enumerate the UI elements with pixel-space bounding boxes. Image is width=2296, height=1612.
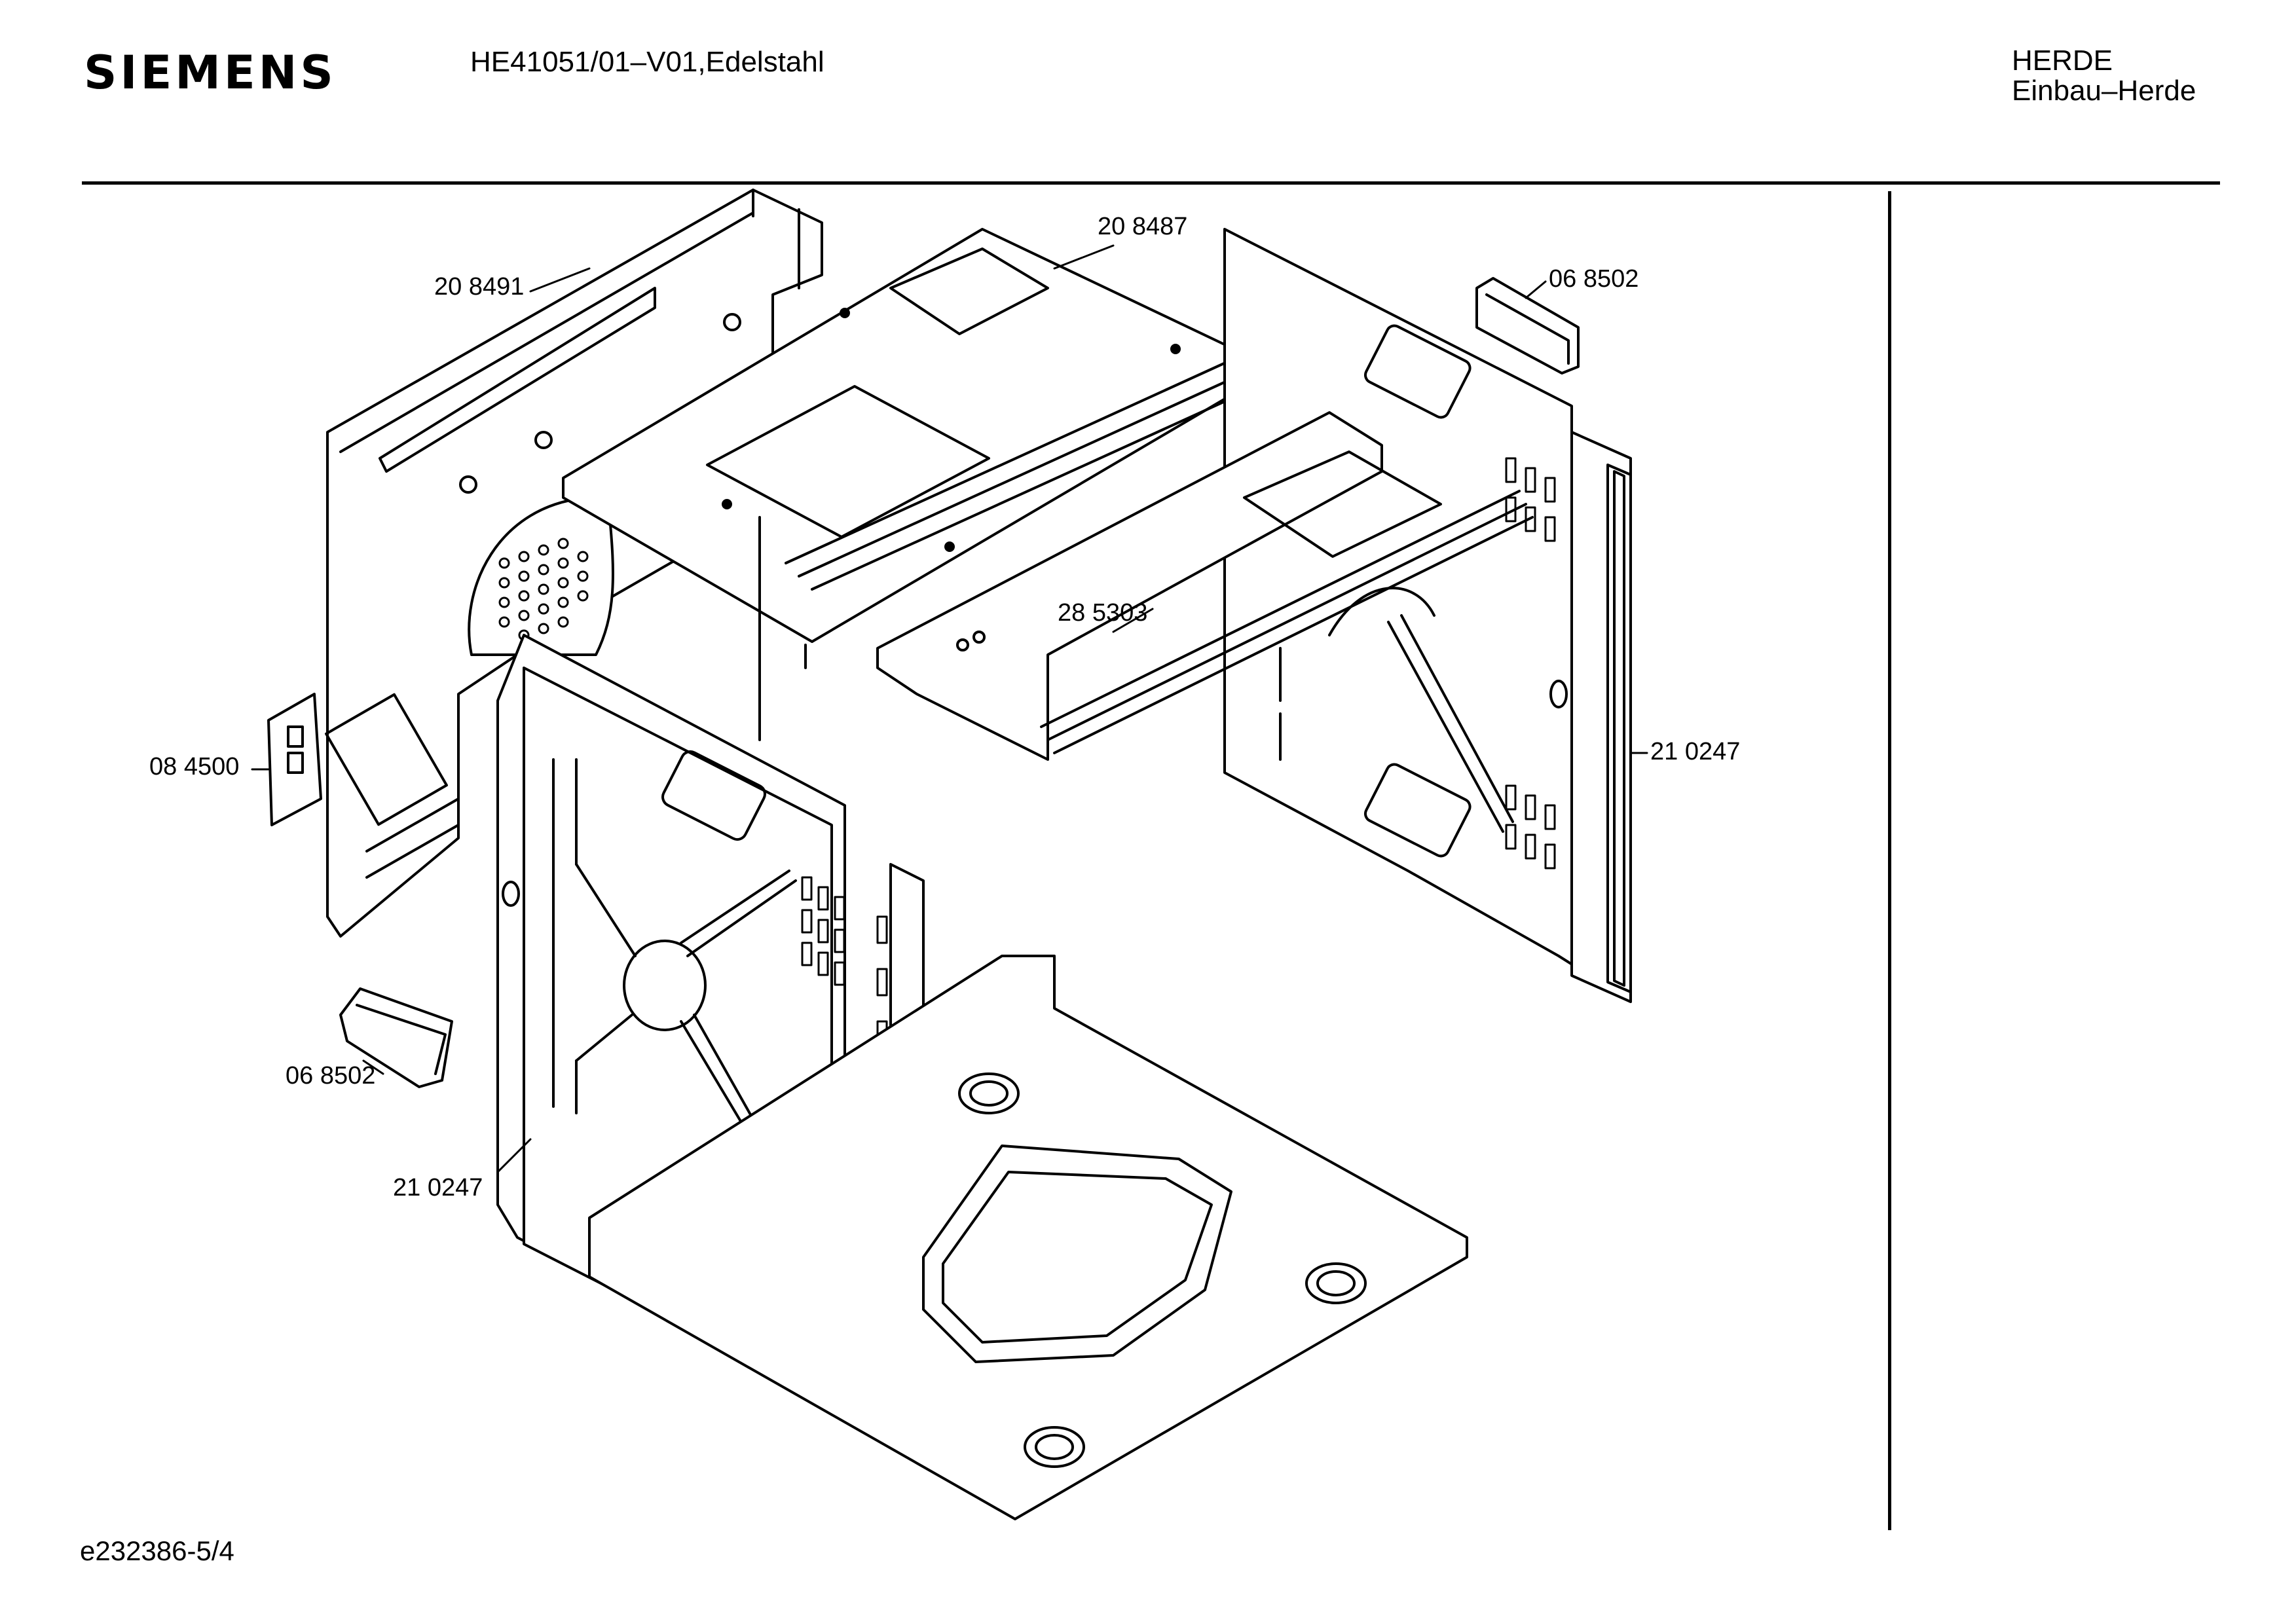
leader-lines: [251, 244, 1648, 1173]
model-designation: HE41051/01–V01,Edelstahl: [470, 46, 824, 78]
leader-210247-left: [496, 1138, 532, 1173]
product-category: HERDE Einbau–Herde: [2012, 46, 2228, 106]
leader-068502-top: [1525, 280, 1547, 299]
callout-210247-right: 21 0247: [1650, 738, 1741, 765]
brand-logo: SIEMENS: [84, 46, 337, 100]
side-divider: [1888, 191, 1891, 1530]
leader-208491: [529, 267, 591, 293]
category-subtitle: Einbau–Herde: [2012, 75, 2196, 107]
callout-068502-left: 06 8502: [286, 1062, 376, 1090]
light-cover-left: [339, 987, 453, 1088]
light-cover-top: [1475, 277, 1580, 375]
document-reference: e232386-5/4: [80, 1535, 234, 1566]
callout-068502-top: 06 8502: [1549, 265, 1639, 293]
callout-084500: 08 4500: [149, 753, 240, 780]
leader-208487: [1053, 244, 1115, 270]
callout-210247-left: 21 0247: [393, 1174, 483, 1201]
callout-208487: 20 8487: [1098, 213, 1188, 240]
socket-connector: [267, 693, 322, 826]
callout-208491: 20 8491: [434, 273, 525, 301]
right-side-wall: [1570, 431, 1632, 1003]
leader-285303: [1112, 608, 1154, 633]
category-title: HERDE: [2012, 45, 2113, 77]
header-divider: [82, 181, 2220, 185]
callout-285303: 28 5303: [1058, 599, 1148, 627]
leader-068502-left: [362, 1059, 384, 1075]
oven-floor: [588, 955, 1468, 1520]
center-shelf: [876, 411, 1534, 761]
